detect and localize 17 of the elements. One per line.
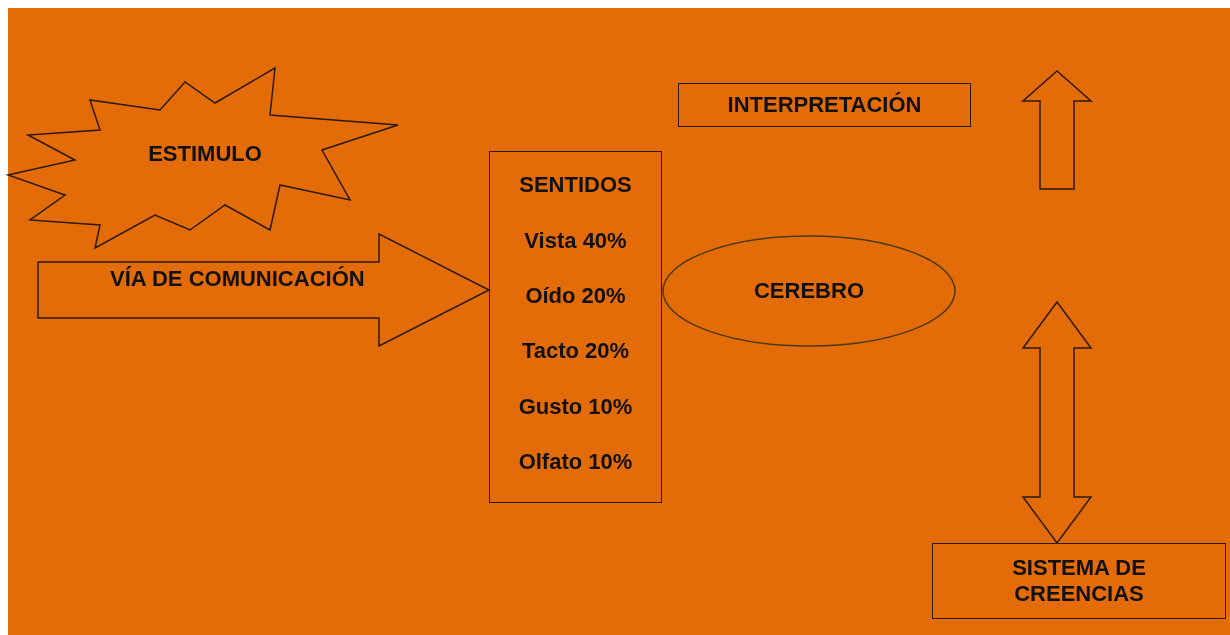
node-text: INTERPRETACIÓN <box>727 91 922 119</box>
list-box <box>489 151 662 503</box>
node-text: Olfato 10% <box>518 449 633 476</box>
node-text: SENTIDOS <box>519 172 632 199</box>
edge-label: VÍA DE COMUNICACIÓN <box>110 266 365 292</box>
node-text: ESTIMULO <box>148 140 262 168</box>
node-text: Gusto 10% <box>518 393 633 421</box>
text-box <box>932 543 1226 619</box>
node-text: Oído 20% <box>525 283 626 310</box>
node-text: CEREBRO <box>754 277 864 305</box>
block-arrow <box>37 232 491 348</box>
node-text: SISTEMA DE CREENCIAS <box>1011 554 1147 608</box>
node-text: Tacto 20% <box>521 338 630 365</box>
text-box <box>678 83 971 127</box>
node-text: Vista 40% <box>524 227 627 255</box>
ellipse-shape <box>662 235 956 347</box>
block-arrow <box>1021 300 1093 545</box>
